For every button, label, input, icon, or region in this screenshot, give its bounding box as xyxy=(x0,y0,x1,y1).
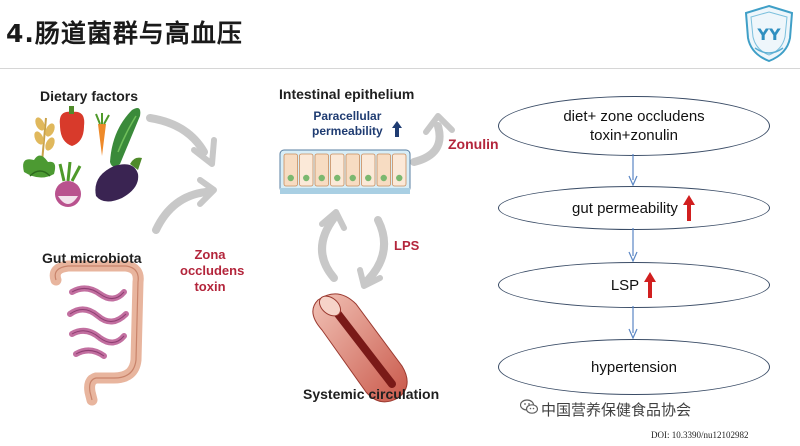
flow-node-lsp: LSP xyxy=(498,262,770,308)
intestinal-epithelium-label: Intestinal epithelium xyxy=(279,86,415,102)
flow-arrow-3 xyxy=(628,306,638,339)
eggplant-icon xyxy=(95,157,142,202)
epithelial-cell xyxy=(345,153,360,187)
flow-arrow-2 xyxy=(628,228,638,262)
arrow-microbiota-to-epithelium xyxy=(152,177,217,234)
gut-microbiota-label: Gut microbiota xyxy=(42,250,142,266)
flow-node-text: gut permeability xyxy=(572,199,678,217)
flow-node-gut-permeability: gut permeability xyxy=(498,186,770,230)
wechat-icon xyxy=(520,399,538,414)
cell-nucleus xyxy=(287,174,294,182)
flow-node-text: hypertension xyxy=(591,358,677,376)
cell-nucleus xyxy=(396,174,403,182)
zona-toxin-line: occludens xyxy=(180,263,245,278)
cucumber-icon xyxy=(110,108,141,167)
epithelial-cell xyxy=(314,153,329,187)
epithelial-cell xyxy=(283,153,298,187)
turnip-icon xyxy=(55,161,82,207)
epithelial-cell xyxy=(330,153,345,187)
carrot-icon xyxy=(95,113,110,156)
cell-nucleus xyxy=(365,174,372,182)
cell-nucleus xyxy=(349,174,356,182)
increase-up-arrow-icon xyxy=(682,195,695,221)
shield-emblem-icon: YY xyxy=(744,4,794,63)
permeability-line: permeability xyxy=(312,124,383,138)
leafy-greens-icon xyxy=(23,155,56,178)
flow-node-hypertension: hypertension xyxy=(498,339,770,395)
zona-toxin-line: toxin xyxy=(194,279,226,294)
slide-title: 4.肠道菌群与高血压 xyxy=(6,19,243,48)
flow-node-diet: diet+ zone occludens toxin+zonulin xyxy=(498,96,770,156)
arrow-circulation-loop xyxy=(318,209,388,289)
flow-node-text: LSP xyxy=(610,276,640,294)
zonulin-label: Zonulin xyxy=(448,136,499,152)
cell-nucleus xyxy=(380,174,387,182)
paracellular-permeability-label: Paracellular permeability xyxy=(312,109,383,139)
increase-up-arrow-icon xyxy=(644,272,657,298)
zona-toxin-line: Zona xyxy=(194,247,226,262)
cell-nucleus xyxy=(334,174,341,182)
epithelial-cell xyxy=(299,153,314,187)
paracellular-line: Paracellular xyxy=(313,109,382,123)
zona-occludens-toxin-label: Zona occludens toxin xyxy=(180,247,245,295)
title-divider xyxy=(0,68,800,69)
doi-reference: DOI: 10.3390/nu12102982 xyxy=(651,430,749,440)
intestinal-epithelium-illustration xyxy=(279,149,411,194)
dietary-factors-label: Dietary factors xyxy=(40,88,139,104)
epithelial-cell xyxy=(392,153,407,187)
flow-arrow-1 xyxy=(628,154,638,186)
lps-label: LPS xyxy=(394,238,420,253)
cell-nucleus xyxy=(303,174,310,182)
cell-nucleus xyxy=(318,174,325,182)
wheat-icon xyxy=(34,117,55,163)
blood-vessel-illustration xyxy=(312,293,408,403)
flow-arrows-gray xyxy=(146,113,455,289)
flow-node-text: diet+ zone occludens toxin+zonulin xyxy=(563,108,705,144)
bell-pepper-icon xyxy=(59,106,85,146)
arrow-epithelium-up-zonulin xyxy=(410,113,455,166)
intestine-illustration xyxy=(49,260,144,406)
epithelial-cell xyxy=(361,153,376,187)
footer-brand: 中国营养保健食品协会 xyxy=(541,401,692,419)
svg-text:YY: YY xyxy=(756,25,781,44)
arrow-diet-to-epithelium xyxy=(146,114,217,167)
epithelial-cell xyxy=(376,153,391,187)
permeability-up-icon xyxy=(392,121,402,137)
food-items-illustration xyxy=(23,106,142,207)
systemic-circulation-label: Systemic circulation xyxy=(303,386,440,402)
